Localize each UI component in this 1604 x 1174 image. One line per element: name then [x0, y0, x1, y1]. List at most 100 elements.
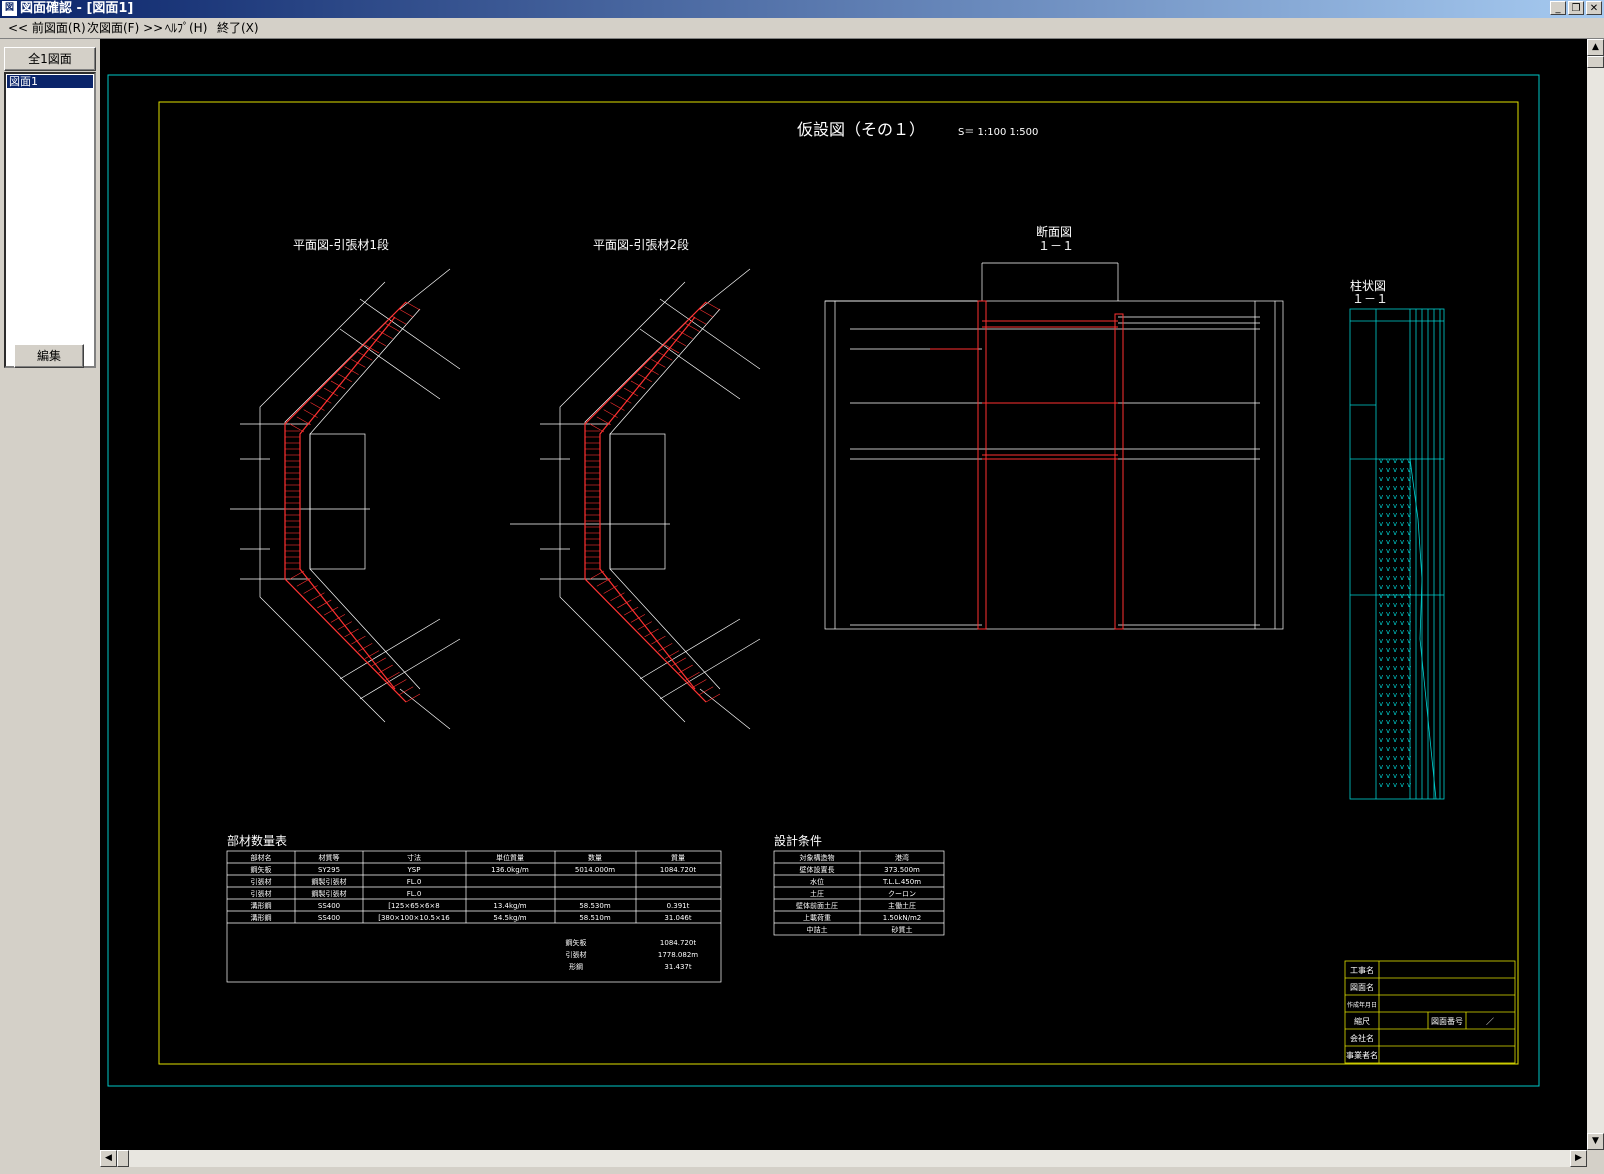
title-block-text: 工事名 図面名 作成年月日 縮尺 会社名 事業者名 図面番号 ／ [1346, 965, 1494, 1060]
svg-text:v: v [1379, 502, 1383, 510]
scroll-up-button[interactable]: ▲ [1587, 39, 1604, 56]
svg-text:事業者名: 事業者名 [1346, 1050, 1378, 1060]
svg-text:v: v [1407, 664, 1411, 672]
svg-text:v: v [1407, 574, 1411, 582]
svg-text:v: v [1407, 745, 1411, 753]
svg-text:v: v [1386, 475, 1390, 483]
drawing-canvas[interactable]: 仮設図（その１） S＝ 1:100 1:500 平面図-引張材1段 平面図-引張… [100, 39, 1587, 1150]
svg-text:v: v [1393, 700, 1397, 708]
svg-text:質量: 質量 [671, 853, 685, 862]
svg-text:v: v [1393, 709, 1397, 717]
svg-text:v: v [1386, 538, 1390, 546]
svg-text:v: v [1400, 772, 1404, 780]
scroll-down-button[interactable]: ▼ [1587, 1133, 1604, 1150]
svg-text:v: v [1400, 574, 1404, 582]
svg-text:v: v [1407, 583, 1411, 591]
svg-text:土圧: 土圧 [810, 889, 824, 898]
drawing-list[interactable]: 図面1 [4, 72, 96, 368]
svg-text:v: v [1400, 466, 1404, 474]
scroll-left-button[interactable]: ◀ [100, 1150, 117, 1167]
svg-text:v: v [1400, 655, 1404, 663]
menu-exit[interactable]: 終了(X) [217, 21, 259, 35]
svg-text:v: v [1393, 484, 1397, 492]
svg-text:v: v [1393, 628, 1397, 636]
svg-text:対象構造物: 対象構造物 [800, 853, 835, 862]
svg-text:v: v [1379, 673, 1383, 681]
svg-text:SS400: SS400 [318, 902, 340, 910]
scroll-right-button[interactable]: ▶ [1570, 1150, 1587, 1167]
svg-text:v: v [1386, 736, 1390, 744]
svg-text:v: v [1386, 727, 1390, 735]
svg-text:v: v [1400, 718, 1404, 726]
inner-frame [158, 101, 1519, 1065]
svg-text:v: v [1407, 718, 1411, 726]
menu-prev-drawing[interactable]: << 前図面(R) [8, 21, 86, 35]
svg-text:v: v [1393, 529, 1397, 537]
svg-text:v: v [1393, 682, 1397, 690]
svg-text:v: v [1407, 781, 1411, 789]
svg-text:v: v [1393, 772, 1397, 780]
svg-text:FL.0: FL.0 [407, 878, 422, 886]
plan-view-1-tie-rods [284, 301, 407, 703]
svg-text:部材名: 部材名 [251, 853, 272, 862]
materials-heading: 部材数量表 [227, 833, 287, 848]
restore-button[interactable]: ❐ [1568, 1, 1584, 15]
svg-text:58.530m: 58.530m [579, 902, 610, 910]
svg-text:v: v [1386, 700, 1390, 708]
all-drawings-button[interactable]: 全1図面 [4, 47, 96, 71]
svg-text:v: v [1400, 520, 1404, 528]
svg-text:v: v [1379, 565, 1383, 573]
svg-text:v: v [1393, 565, 1397, 573]
menu-help[interactable]: ﾍﾙﾌﾟ(H) [165, 21, 208, 35]
svg-text:v: v [1386, 592, 1390, 600]
svg-text:v: v [1407, 637, 1411, 645]
svg-text:v: v [1386, 754, 1390, 762]
svg-text:v: v [1393, 601, 1397, 609]
svg-text:v: v [1400, 745, 1404, 753]
svg-text:図面名: 図面名 [1350, 982, 1374, 992]
svg-text:v: v [1400, 763, 1404, 771]
svg-text:材質等: 材質等 [319, 853, 340, 862]
edit-button[interactable]: 編集 [14, 344, 84, 368]
svg-text:v: v [1379, 511, 1383, 519]
plan1-title: 平面図-引張材1段 [293, 237, 389, 252]
horizontal-scroll-thumb[interactable] [117, 1150, 129, 1167]
menu-next-drawing[interactable]: 次図面(F) >> [87, 21, 164, 35]
svg-text:v: v [1400, 754, 1404, 762]
svg-text:v: v [1400, 781, 1404, 789]
svg-text:v: v [1386, 655, 1390, 663]
svg-text:v: v [1386, 547, 1390, 555]
svg-text:v: v [1400, 619, 1404, 627]
svg-text:v: v [1400, 673, 1404, 681]
section-view [824, 262, 1284, 630]
svg-text:v: v [1400, 691, 1404, 699]
app-icon[interactable]: 図 [2, 1, 17, 16]
svg-text:v: v [1407, 484, 1411, 492]
svg-text:v: v [1400, 592, 1404, 600]
horizontal-scrollbar[interactable]: ◀ ▶ [100, 1150, 1587, 1167]
minimize-button[interactable]: _ [1550, 1, 1566, 15]
svg-text:v: v [1400, 457, 1404, 465]
plan-view-2 [510, 268, 761, 730]
svg-text:v: v [1400, 529, 1404, 537]
list-item[interactable]: 図面1 [7, 75, 93, 88]
left-panel: 全1図面 図面1 編集 [0, 39, 101, 1174]
svg-text:v: v [1407, 493, 1411, 501]
svg-text:v: v [1379, 646, 1383, 654]
svg-text:v: v [1379, 538, 1383, 546]
svg-text:砂質土: 砂質土 [892, 925, 913, 934]
svg-text:v: v [1386, 511, 1390, 519]
svg-text:v: v [1407, 682, 1411, 690]
svg-text:v: v [1386, 664, 1390, 672]
svg-text:v: v [1386, 520, 1390, 528]
drawing-scale: S＝ 1:100 1:500 [958, 127, 1038, 138]
vertical-scrollbar[interactable]: ▲ ▼ [1587, 39, 1604, 1150]
close-button[interactable]: ✕ [1586, 1, 1602, 15]
svg-text:v: v [1393, 754, 1397, 762]
vertical-scroll-thumb[interactable] [1587, 56, 1604, 68]
svg-text:1084.720t: 1084.720t [660, 866, 696, 874]
svg-text:[380×100×10.5×16: [380×100×10.5×16 [378, 914, 450, 922]
svg-text:v: v [1400, 538, 1404, 546]
svg-text:v: v [1393, 493, 1397, 501]
svg-text:v: v [1407, 628, 1411, 636]
